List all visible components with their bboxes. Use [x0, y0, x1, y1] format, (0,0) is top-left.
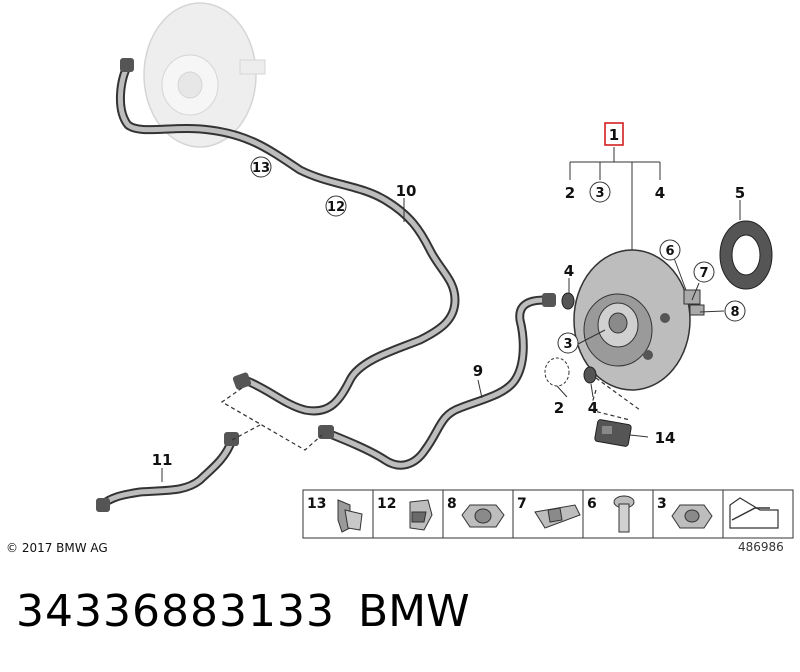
- callout-3-mid-circle: [557, 332, 579, 354]
- callout-12[interactable]: 12: [327, 200, 345, 215]
- callout-13[interactable]: 13: [252, 161, 270, 176]
- callout-9[interactable]: 9: [473, 362, 483, 380]
- vacuum-sensor: [594, 419, 632, 447]
- sealing-ring: [719, 220, 773, 290]
- parts-diagram: 1 2 3 4 5 6 7 8 4 3 2 4 14 9 10 11 12 13…: [96, 2, 794, 539]
- flange-nut-icon: [461, 504, 505, 528]
- diagram-reference-number: 486986: [738, 540, 784, 554]
- strip-label-8[interactable]: 8: [447, 496, 457, 512]
- callout-5[interactable]: 5: [735, 184, 745, 202]
- vacuum-hose-11: [96, 432, 239, 512]
- clip-12-icon: [409, 499, 433, 531]
- strip-label-3[interactable]: 3: [657, 496, 667, 512]
- callout-6[interactable]: 6: [665, 244, 674, 259]
- callout-3-top[interactable]: 3: [595, 186, 604, 201]
- strip-label-13[interactable]: 13: [307, 496, 326, 512]
- vacuum-hose-10: [115, 58, 460, 416]
- callout-3-mid[interactable]: 3: [563, 337, 572, 352]
- callout-1[interactable]: 1: [609, 126, 619, 144]
- callout-4-top[interactable]: 4: [655, 184, 665, 202]
- callout-6-circle: [659, 239, 681, 261]
- strip-label-7[interactable]: 7: [517, 496, 527, 512]
- callout-11[interactable]: 11: [152, 451, 173, 469]
- brake-booster: [573, 249, 705, 391]
- parts-strip: 13 12 8 7 6 3: [302, 489, 794, 539]
- callout-4-bottom[interactable]: 4: [588, 399, 598, 417]
- callout-2-bottom[interactable]: 2: [554, 399, 564, 417]
- callout-7-circle: [693, 261, 715, 283]
- clip-7-icon: [534, 504, 581, 529]
- brand-name: BMW: [358, 586, 470, 637]
- callout-4-mid[interactable]: 4: [564, 262, 574, 280]
- dashed-connectors: [220, 377, 641, 451]
- callout-3-top-circle: [589, 181, 611, 203]
- copyright-text: © 2017 BMW AG: [6, 541, 108, 555]
- hex-nut-icon: [671, 504, 713, 529]
- callout-14[interactable]: 14: [655, 429, 676, 447]
- callout-2-top[interactable]: 2: [565, 184, 575, 202]
- callout-8-circle: [724, 300, 746, 322]
- part-number: 34336883133: [16, 586, 335, 637]
- leader-lines: [161, 147, 741, 482]
- callout-12-circle: [325, 195, 347, 217]
- callout-7[interactable]: 7: [699, 266, 708, 281]
- callout-8[interactable]: 8: [730, 305, 739, 320]
- arrow-icon: [729, 497, 779, 529]
- small-parts: [544, 292, 597, 387]
- strip-label-6[interactable]: 6: [587, 496, 597, 512]
- clip-13-icon: [337, 499, 363, 533]
- vacuum-hose-9: [318, 293, 556, 470]
- callout-1-highlight: [604, 122, 624, 146]
- callout-10[interactable]: 10: [396, 182, 417, 200]
- bolt-icon: [613, 495, 635, 533]
- callout-13-circle: [250, 156, 272, 178]
- ghost-booster: [143, 2, 266, 148]
- strip-label-12[interactable]: 12: [377, 496, 396, 512]
